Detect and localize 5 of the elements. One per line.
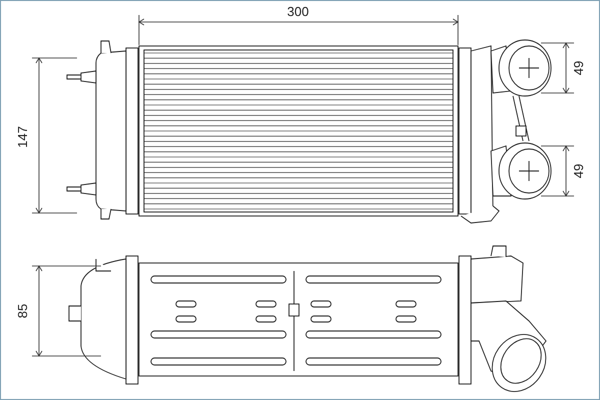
dimension-label: 49: [572, 164, 586, 178]
dimension-label: 49: [572, 60, 586, 76]
dimension-label: 300: [287, 5, 309, 19]
dimension-label: 85: [16, 304, 30, 318]
dimension-label: 147: [16, 126, 30, 148]
